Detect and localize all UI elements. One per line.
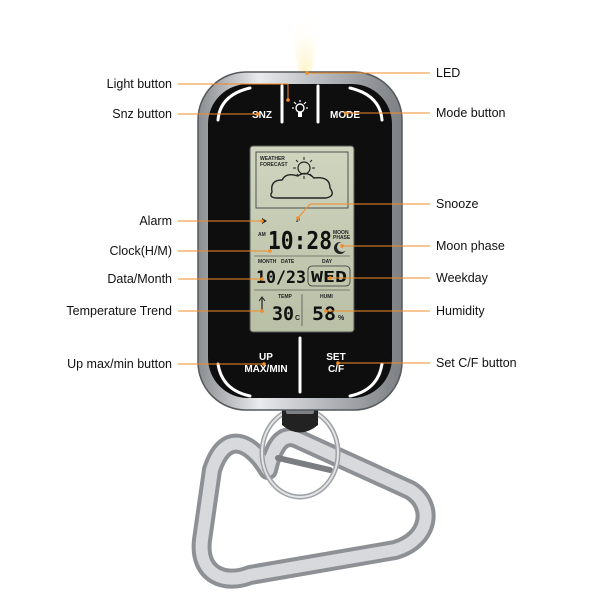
svg-text:MOON: MOON — [333, 230, 349, 236]
carabiner-clip — [191, 427, 436, 589]
cloud-icon — [270, 172, 333, 199]
svg-text:%: % — [338, 315, 345, 322]
set-cf-button[interactable]: SET C/F — [326, 352, 345, 375]
svg-text:DAY: DAY — [322, 259, 333, 265]
date-display: 10/23 — [256, 268, 306, 288]
svg-text:UP: UP — [259, 352, 273, 363]
svg-text:PHASE: PHASE — [333, 235, 351, 241]
callout-mode-button: Mode button — [436, 106, 506, 120]
callout-data-month: Data/Month — [107, 272, 172, 286]
temperature-display: 30 — [272, 303, 294, 325]
callout-moon-phase: Moon phase — [436, 239, 505, 253]
snz-button[interactable]: SNZ — [252, 110, 272, 121]
callout-weekday: Weekday — [436, 271, 488, 285]
callout-up-button: Up max/min button — [67, 357, 172, 371]
svg-text:HUMI: HUMI — [320, 294, 333, 300]
up-maxmin-button[interactable]: UP MAX/MIN — [244, 352, 287, 375]
svg-text:TEMP: TEMP — [278, 294, 293, 300]
light-button[interactable] — [292, 100, 308, 117]
svg-text:AM: AM — [258, 232, 266, 238]
svg-text:WEATHER: WEATHER — [260, 156, 285, 162]
callout-light-button: Light button — [106, 77, 172, 91]
svg-text:FORECAST: FORECAST — [260, 162, 288, 168]
humidity-display: 58 — [312, 303, 336, 325]
clock-display: 10:28 — [268, 226, 332, 255]
svg-text:MONTH: MONTH — [258, 259, 277, 265]
lcd-screen: WEATHER FORECAST z² AM 10:28 MOON PHASE — [249, 145, 355, 333]
alarm-indicator — [262, 218, 267, 224]
callout-snz-button: Snz button — [112, 107, 172, 121]
mode-button[interactable]: MODE — [330, 110, 360, 121]
snooze-indicator: z² — [296, 218, 301, 224]
svg-text:C/F: C/F — [328, 364, 344, 375]
callout-temperature-trend: Temperature Trend — [66, 304, 172, 318]
callout-snooze: Snooze — [436, 197, 479, 211]
svg-text:SET: SET — [326, 352, 345, 363]
led-light-beam — [288, 0, 322, 72]
forecast-panel — [255, 151, 349, 209]
svg-text:MAX/MIN: MAX/MIN — [244, 364, 287, 375]
callout-set-button: Set C/F button — [436, 356, 517, 370]
leader-dots — [256, 71, 348, 366]
svg-text:DATE: DATE — [281, 259, 295, 265]
bulb-icon — [292, 100, 308, 117]
svg-text:C: C — [295, 315, 300, 322]
callout-alarm: Alarm — [139, 214, 172, 228]
callout-clock: Clock(H/M) — [109, 244, 173, 258]
leader-lines — [178, 72, 430, 365]
callout-led: LED — [436, 66, 461, 80]
callout-humidity: Humidity — [436, 304, 485, 318]
